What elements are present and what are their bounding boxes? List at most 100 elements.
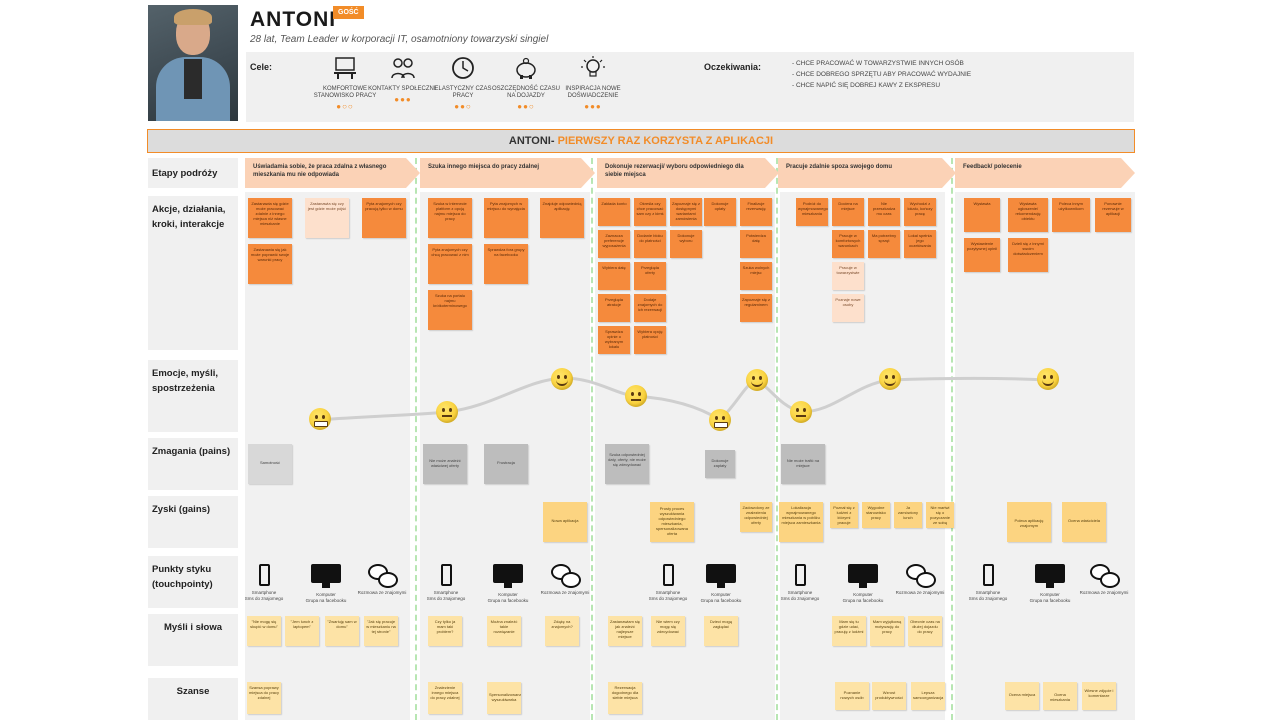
gain-card: Ocena właściciela bbox=[1062, 502, 1106, 542]
action-card: Poleca innym użytkownikom bbox=[1052, 198, 1090, 232]
gain-card: Poznał się z ludźmi z którymi pracuje bbox=[830, 502, 858, 528]
emotion-smiling-face-icon bbox=[551, 368, 573, 390]
workstation-icon bbox=[334, 57, 356, 79]
computer-icon bbox=[1035, 564, 1065, 588]
action-card: Dokonuje opłaty bbox=[704, 198, 736, 226]
goal-item: OSZCZĘDNOŚĆ CZASU NA DOJAZDY ●●○ bbox=[491, 56, 561, 111]
chance-card: Wzrost produktywności bbox=[872, 682, 906, 710]
emotion-smiling-face-icon bbox=[879, 368, 901, 390]
action-card: Przegląda oferty bbox=[634, 262, 666, 290]
action-card: Finalizuje rezerwację bbox=[740, 198, 772, 226]
action-card: Określa czy chce pracować sam czy z kimś bbox=[634, 198, 666, 226]
computer-icon bbox=[706, 564, 736, 588]
gain-card: Lokalizacja wynajmowanego mieszkania w p… bbox=[779, 502, 823, 542]
action-card: Pyta znajomych czy pracują tylko w domu bbox=[362, 198, 406, 238]
action-card: Sprawdza fora grupy na facebooku bbox=[484, 244, 528, 284]
chance-card: Wiesne zdjęcie i komentarze bbox=[1082, 682, 1116, 710]
action-card: Zapoznaje się z dostępnymi wariantami za… bbox=[670, 198, 702, 226]
persona-info-panel: Cele: KOMFORTOWE STANOWISKO PRACY ●○○ KO… bbox=[246, 52, 1134, 122]
pain-card: Frustracja bbox=[484, 444, 528, 484]
thought-card: Obecnie czas na dłużej dojazdu do pracy bbox=[908, 616, 942, 646]
touchpoint-conversation: Rozmowa ze znajomymi bbox=[352, 564, 412, 596]
persona-name: ANTONI bbox=[250, 8, 337, 31]
action-card: Zaznacza preferencje wyposażenia bbox=[598, 230, 630, 258]
action-card: Znajduje odpowiednią aplikację bbox=[540, 198, 584, 238]
emotion-smiling-face-icon bbox=[1037, 368, 1059, 390]
stage-arrow: Dokonuje rezerwacji/ wyboru odpowiednieg… bbox=[597, 158, 779, 188]
goal-item: KONTAKTY SPOŁECZNE ●●● bbox=[368, 56, 438, 104]
gain-card: Nowa aplikacja bbox=[543, 502, 587, 542]
stage-divider bbox=[415, 158, 417, 720]
row-label-pains: Zmagania (pains) bbox=[148, 438, 238, 490]
action-card: Dokonuje wyboru bbox=[670, 230, 702, 258]
action-card: Wystawienie pozytywnej opinii bbox=[964, 238, 1000, 272]
expectation-item: - CHCE NAPIĆ SIĘ DOBREJ KAWY Z EKSPRESU bbox=[792, 82, 941, 89]
row-label-thoughts: Myśli i słowa bbox=[148, 614, 238, 666]
pain-card: Nie może trafić na miejsce bbox=[781, 444, 825, 484]
stage-arrow: Uświadamia sobie, że praca zdalna z włas… bbox=[245, 158, 420, 188]
touchpoint-conversation: Rozmowa ze znajomymi bbox=[1074, 564, 1134, 596]
thought-card: Czy tylko ja mam taki problem? bbox=[428, 616, 462, 646]
gain-card: Poleca aplikację znajomym bbox=[1007, 502, 1051, 542]
action-card: Nie przeszkadza mu czas bbox=[868, 198, 900, 226]
row-label-emotions: Emocje, myśli, spostrzeżenia bbox=[148, 360, 238, 432]
chance-card: Ocena miejsca bbox=[1005, 682, 1039, 710]
emotion-sad-face-icon bbox=[309, 408, 331, 430]
action-card: Zastanawia się jak może poprawić swoje w… bbox=[248, 244, 292, 284]
people-icon bbox=[391, 58, 415, 79]
gain-card: Prosty proces wyszukiwania odpowiedniego… bbox=[650, 502, 694, 542]
smartphone-icon bbox=[982, 564, 994, 586]
pain-card: Samotność bbox=[248, 444, 292, 484]
thought-card: "Jem lunch z laptopem" bbox=[285, 616, 319, 646]
action-card: Sprawdza opinie o wybranym lokalu bbox=[598, 326, 630, 354]
action-card: Wybiera datę bbox=[598, 262, 630, 290]
row-label-actions: Akcje, działania, kroki, interakcje bbox=[148, 196, 238, 350]
action-card: Wychodzi z lokalu, kończy pracę bbox=[904, 198, 936, 226]
action-card: Zakłada konto bbox=[598, 198, 630, 226]
touchpoint-conversation: Rozmowa ze znajomymi bbox=[535, 564, 595, 596]
expectation-item: - CHCE PRACOWAĆ W TOWARZYSTWIE INNYCH OS… bbox=[792, 60, 964, 67]
thought-card: Zdążę na znajomych? bbox=[545, 616, 579, 646]
action-card: Pyta znajomych czy chcą pracować z nim bbox=[428, 244, 472, 284]
expectation-item: - CHCE DOBREGO SPRZĘTU ABY PRACOWAĆ WYDA… bbox=[792, 71, 972, 78]
gain-card: Zadowolony ze znalezienia odpowiedniej o… bbox=[740, 502, 772, 532]
stage-arrow: Feedback/ polecenie bbox=[955, 158, 1135, 188]
action-card: Pracuje w komfortowych warunkach bbox=[832, 230, 864, 258]
action-card: Pracuje w towarzystwie bbox=[832, 262, 864, 290]
gain-card: Wygodne stanowisko pracy bbox=[862, 502, 890, 528]
pain-card: Nie może znaleźć właściwej oferty bbox=[423, 444, 467, 484]
chance-card: Znalezienie innego miejsca do pracy zdal… bbox=[428, 682, 462, 714]
emotion-smiling-face-icon bbox=[746, 369, 768, 391]
emotion-neutral-face-icon bbox=[790, 401, 812, 423]
pain-card: Szuka odpowiedniej daty, oferty, nie moż… bbox=[605, 444, 649, 484]
persona-photo bbox=[148, 5, 238, 121]
emotion-sad-face-icon bbox=[709, 409, 731, 431]
row-label-stages: Etapy podróży bbox=[148, 158, 238, 188]
computer-icon bbox=[493, 564, 523, 588]
chance-card: Ocena mieszkania bbox=[1043, 682, 1077, 710]
action-card: Szuka wolnych miejsc bbox=[740, 262, 772, 290]
action-card: Szuka w internecie platform z opcją najm… bbox=[428, 198, 472, 238]
action-card: Dzieli się z innymi swoim doświadczeniem bbox=[1008, 238, 1048, 272]
banner-persona: ANTONI- bbox=[508, 135, 555, 147]
thought-card: Można znaleźć takie rozwiązanie bbox=[487, 616, 521, 646]
stage-divider bbox=[951, 158, 953, 720]
touchpoint-conversation: Rozmowa ze znajomymi bbox=[890, 564, 950, 596]
smartphone-icon bbox=[440, 564, 452, 586]
row-label-gains: Zyski (gains) bbox=[148, 496, 238, 548]
action-card: Wybiera opcję płatności bbox=[634, 326, 666, 354]
banner-title: PIERWSZY RAZ KORZYSTA Z APLIKACJI bbox=[554, 135, 774, 147]
persona-description: 28 lat, Team Leader w korporacji IT, osa… bbox=[250, 34, 549, 45]
computer-icon bbox=[848, 564, 878, 588]
chat-icon bbox=[368, 564, 398, 588]
expectations-list: - CHCE PRACOWAĆ W TOWARZYSTWIE INNYCH OS… bbox=[792, 58, 971, 91]
goals-label: Cele: bbox=[250, 62, 273, 72]
stage-arrow: Szuka innego miejsca do pracy zdalnej bbox=[420, 158, 595, 188]
thought-card: Mam wyjątkową motywację do pracy bbox=[870, 616, 904, 646]
